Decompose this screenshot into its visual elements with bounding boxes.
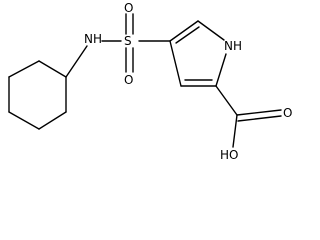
- pyrrole-bond: [197, 20, 225, 41]
- cyclohexane-bond: [38, 111, 67, 130]
- c-oh-bond: [232, 114, 238, 148]
- pyrrole-ring: [169, 20, 227, 87]
- oxygen-bottom-label: O: [124, 73, 133, 87]
- pyrrole-bond: [169, 20, 199, 42]
- cyclohexane-ring: [8, 60, 67, 130]
- pyrrole-bond: [215, 53, 227, 87]
- cyclohexane-bond: [38, 60, 67, 78]
- c-c-bond: [215, 85, 238, 116]
- cyclohexane-bond: [8, 60, 40, 78]
- pyrrole-bond: [169, 40, 182, 87]
- hydroxyl-label: HO: [220, 148, 238, 162]
- c-n-bond: [65, 45, 88, 78]
- oxygen-top-label: O: [124, 1, 133, 15]
- c-o-double-bond: [236, 109, 282, 116]
- structure-canvas: NH S O O NH: [8, 1, 292, 162]
- pyrrole-bond: [175, 26, 200, 44]
- nh-pyrrole-label: NH: [224, 39, 242, 53]
- c-o-double-bond: [237, 115, 282, 122]
- cyclohexane-bond: [8, 111, 40, 130]
- sulfur-label: S: [124, 34, 132, 48]
- nh-amine-label: NH: [84, 32, 102, 46]
- molecule-diagram: NH S O O NH: [8, 1, 292, 162]
- carbonyl-oxygen-label: O: [283, 106, 292, 120]
